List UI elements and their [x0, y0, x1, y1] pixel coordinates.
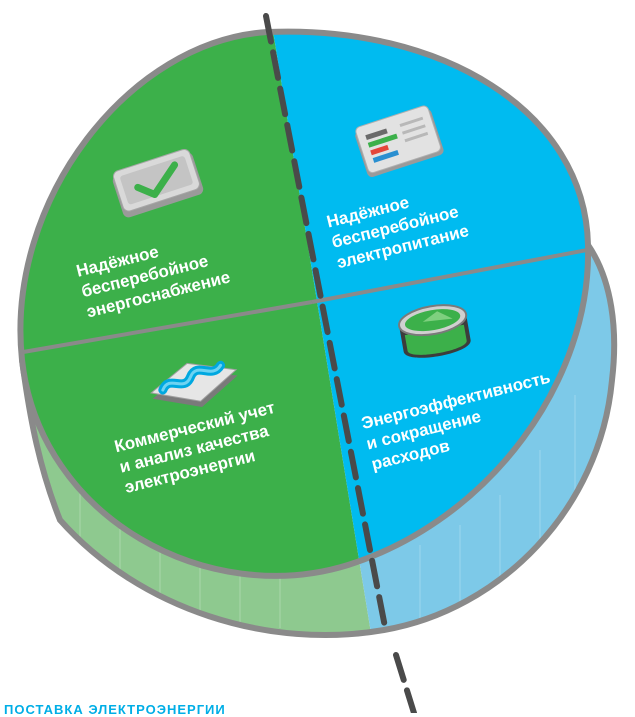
bottom-caption: ПОСТАВКА ЭЛЕКТРОЭНЕРГИИ — [4, 702, 226, 717]
top-face-outline — [17, 28, 592, 579]
vertical-dashed-divider-lower — [393, 652, 417, 713]
cylinder-side-blue — [268, 245, 615, 635]
checkmark-tablet-icon — [112, 148, 204, 218]
vertical-dashed-divider — [263, 13, 389, 635]
tank-gauge-icon — [398, 304, 471, 358]
cylinder-side-outline — [19, 243, 618, 638]
left-horizontal-divider — [20, 300, 313, 358]
wave-flow-icon — [150, 360, 238, 408]
bar-chart-document-icon — [355, 105, 444, 177]
